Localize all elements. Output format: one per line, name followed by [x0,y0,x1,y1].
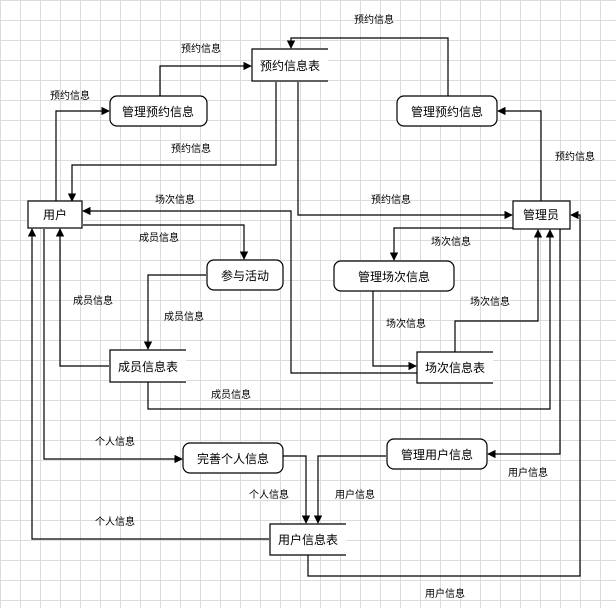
edge-session-table-to-admin [454,229,543,352]
label-personal-a: 个人信息 [95,435,135,448]
label-top-booking: 预约信息 [354,13,394,26]
label-userinfo-a: 用户信息 [508,466,548,479]
label-personal-b: 个人信息 [249,488,289,501]
svg-text:场次信息表: 场次信息表 [425,360,485,375]
svg-text:用户: 用户 [43,207,67,222]
node-user: 用户 [27,200,83,229]
edge-manage-session-to-session-table [372,291,417,371]
edge-table-to-user [67,82,277,202]
label-personal-c: 个人信息 [95,515,135,528]
node-admin: 管理员 [512,200,571,230]
svg-text:预约信息表: 预约信息表 [260,58,320,73]
label-booking-a: 预约信息 [181,42,221,55]
node-manage-session: 管理场次信息 [333,260,455,292]
label-member-b: 成员信息 [73,294,113,307]
svg-text:成员信息表: 成员信息表 [118,359,178,374]
svg-text:管理用户信息: 管理用户信息 [401,447,473,462]
edge-table-to-admin [297,82,513,220]
edge-member-table-to-admin [147,229,555,410]
label-booking-e: 预约信息 [371,193,411,206]
label-booking-b: 预约信息 [50,89,90,102]
svg-text:完善个人信息: 完善个人信息 [197,451,269,466]
svg-text:管理场次信息: 管理场次信息 [358,269,430,284]
label-member-d: 成员信息 [211,388,251,401]
svg-text:参与活动: 参与活动 [221,268,269,283]
label-userinfo-b: 用户信息 [335,488,375,501]
edge-admin-to-manage-user [487,229,561,459]
edge-admin-to-manage-booking-right [497,106,542,201]
node-manage-booking-left: 管理预约信息 [109,95,208,127]
svg-text:管理员: 管理员 [523,207,559,222]
svg-text:管理预约信息: 管理预约信息 [122,104,194,119]
label-booking-d: 预约信息 [555,150,595,163]
node-join-activity: 参与活动 [206,259,284,291]
svg-text:管理预约信息: 管理预约信息 [411,104,483,119]
node-manage-booking-right: 管理预约信息 [396,95,498,127]
svg-text:用户信息表: 用户信息表 [278,532,338,547]
edge-user-to-complete-profile [43,229,183,464]
edge-admin-to-manage-session [389,227,518,261]
label-member-a: 成员信息 [139,231,179,244]
edge-user-to-join-activity [83,224,249,260]
edge-admin-right-to-booking-table [286,37,449,99]
edge-manage-booking-to-table [159,61,252,96]
label-session-c: 场次信息 [470,295,510,308]
label-session-d: 场次信息 [386,317,426,330]
label-session-b: 场次信息 [431,235,471,248]
edge-manage-user-to-user-table [313,455,386,524]
label-userinfo-c: 用户信息 [425,587,465,600]
label-session-a: 场次信息 [155,193,195,206]
edge-user-table-to-user [27,228,269,540]
edge-session-table-to-user [82,206,418,374]
label-member-c: 成员信息 [164,310,204,323]
edge-complete-profile-to-user-table [282,455,311,524]
edge-user-to-manage-booking [55,106,110,201]
node-booking-table: 预约信息表 [251,48,328,82]
node-user-table: 用户信息表 [269,523,346,556]
edge-member-table-to-user [55,228,109,367]
edge-join-activity-to-member-table [143,274,206,350]
label-booking-c: 预约信息 [171,142,211,155]
edge-user-table-to-admin [307,210,581,577]
node-member-table: 成员信息表 [109,349,186,383]
node-session-table: 场次信息表 [416,351,493,384]
node-manage-user: 管理用户信息 [386,438,488,470]
node-complete-profile: 完善个人信息 [182,442,284,474]
